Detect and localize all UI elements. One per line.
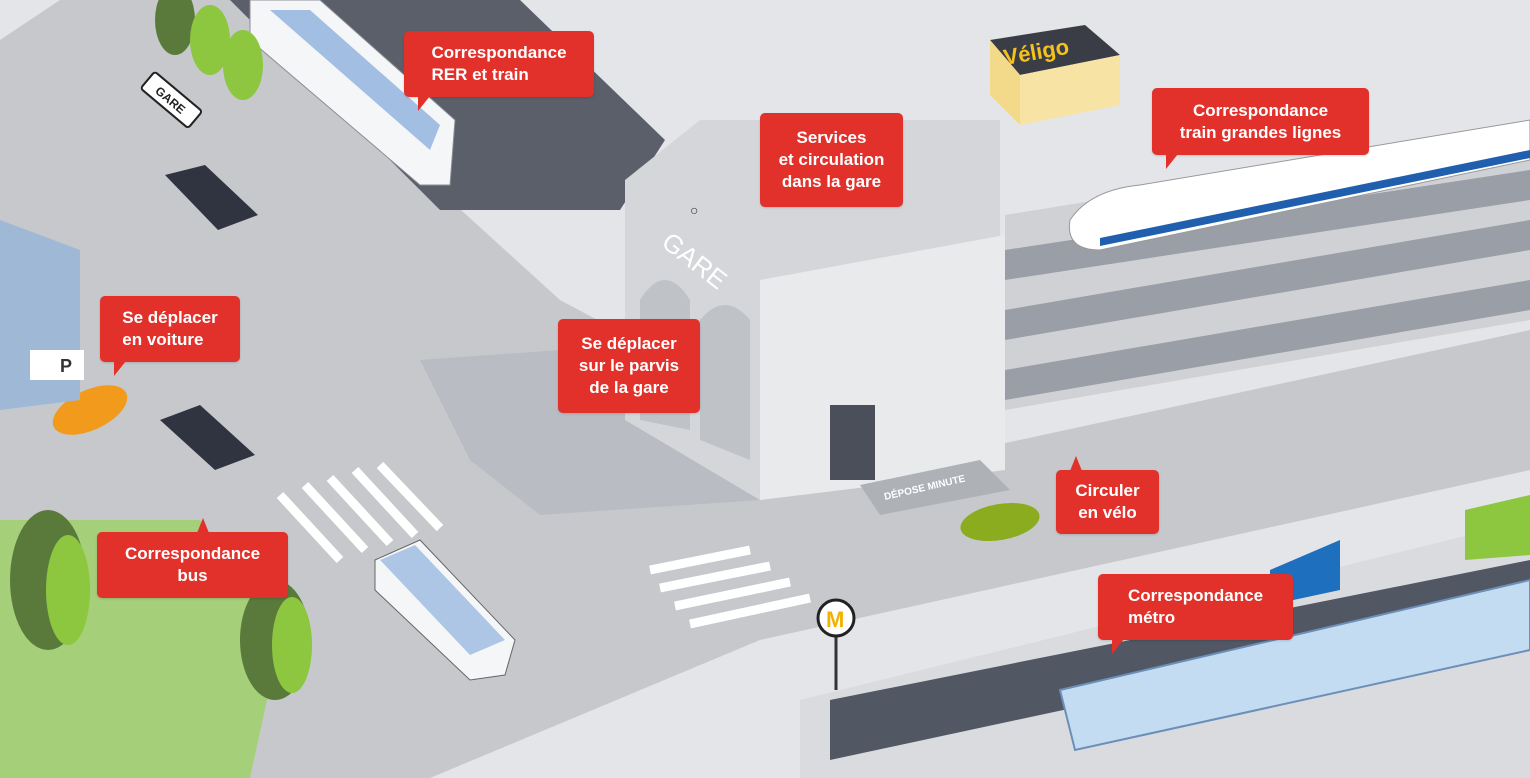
parking-sign: P: [60, 356, 72, 376]
crosswalk: [276, 461, 811, 629]
trees: [10, 0, 312, 700]
metro-station: [800, 495, 1530, 778]
veligo-shelter: Véligo: [990, 25, 1120, 125]
bus: [374, 539, 516, 681]
bus-shelter: [160, 405, 255, 470]
metro-sign: M: [816, 598, 856, 690]
svg-text:M: M: [826, 607, 844, 632]
parking-building: P: [0, 220, 84, 410]
green-taxi: [960, 502, 1040, 542]
parvis: [420, 350, 760, 515]
depose-minute-zone: [860, 460, 1010, 515]
bus-shelter: [165, 165, 258, 230]
svg-text:○: ○: [690, 202, 698, 218]
